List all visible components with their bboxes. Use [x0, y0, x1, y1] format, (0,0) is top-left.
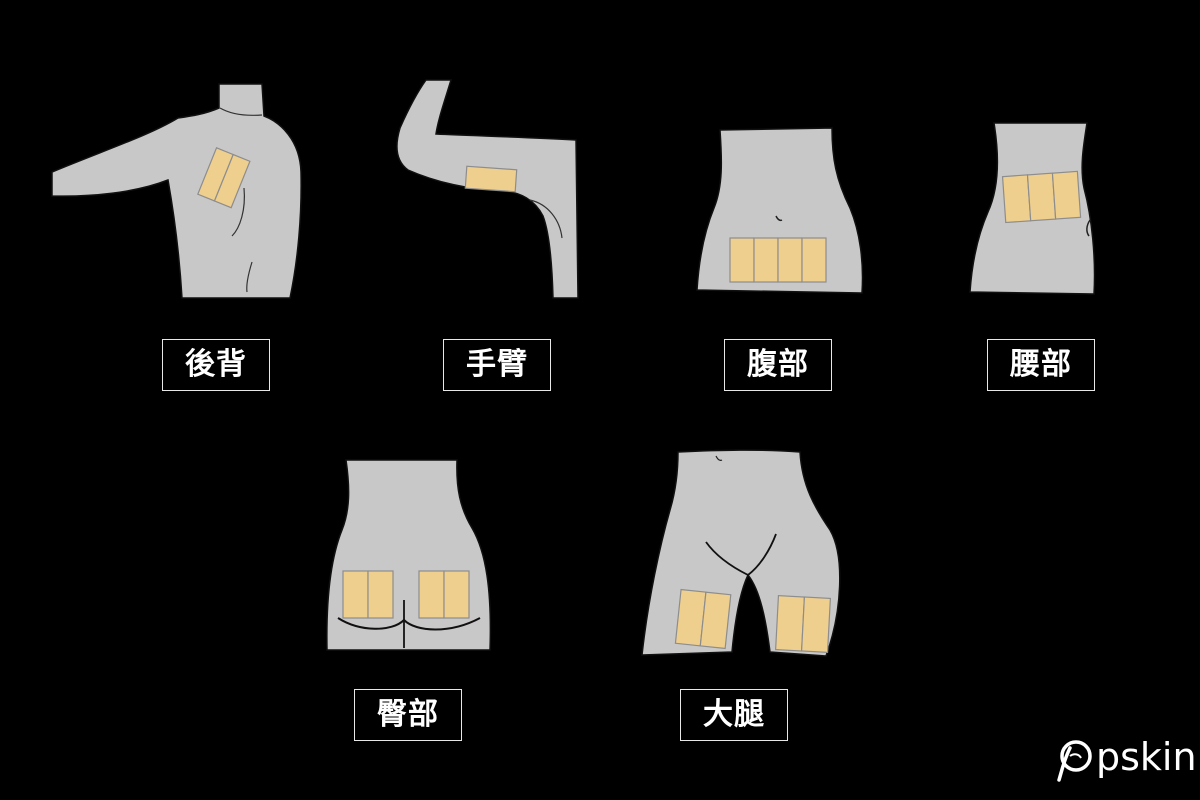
brand-name: pskin	[1096, 735, 1197, 779]
label-back: 後背	[162, 339, 270, 391]
back-silhouette	[51, 83, 302, 299]
patch	[1026, 172, 1057, 222]
thigh-figure	[641, 449, 841, 657]
thigh-patches-left	[674, 588, 732, 650]
buttock-patches-right	[418, 570, 470, 619]
patch	[1001, 174, 1032, 224]
back-patches	[197, 147, 251, 209]
patch	[729, 237, 755, 283]
patch	[753, 237, 779, 283]
patch	[418, 570, 445, 619]
thigh-patches-right	[774, 595, 832, 653]
patch	[699, 591, 732, 650]
arm-patch	[464, 165, 518, 193]
label-buttock: 臀部	[354, 689, 462, 741]
abdomen-figure	[696, 127, 864, 294]
patch	[342, 570, 369, 619]
patch	[1051, 170, 1082, 220]
back-figure	[51, 83, 302, 299]
label-arm: 手臂	[443, 339, 551, 391]
label-thigh: 大腿	[680, 689, 788, 741]
abdomen-patches	[729, 237, 827, 283]
buttock-patches-left	[342, 570, 394, 619]
label-waist: 腰部	[987, 339, 1095, 391]
patch	[801, 237, 827, 283]
pskin-logo-icon	[1057, 740, 1092, 782]
patch	[443, 570, 470, 619]
patch	[213, 153, 251, 209]
patch	[774, 595, 806, 652]
patch	[367, 570, 394, 619]
buttock-silhouette	[326, 459, 492, 651]
patch	[800, 596, 832, 653]
arm-figure	[396, 79, 579, 299]
buttock-figure	[326, 459, 492, 651]
label-abdomen: 腹部	[724, 339, 832, 391]
brand-logo: pskin	[1054, 732, 1197, 788]
patch	[777, 237, 803, 283]
waist-patches	[1001, 170, 1082, 224]
waist-figure	[969, 122, 1096, 295]
